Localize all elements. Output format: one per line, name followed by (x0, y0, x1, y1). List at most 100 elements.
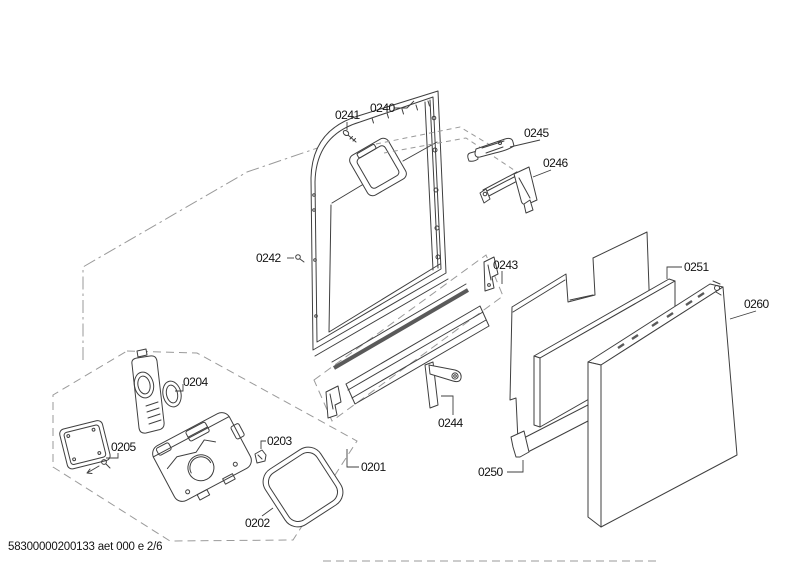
plate-screw-tail (105, 463, 111, 469)
door-inner-face-lines (328, 141, 441, 333)
panel-0260-clip-marks (617, 292, 705, 349)
leader-0201 (346, 449, 359, 468)
dispenser-foot (196, 489, 211, 501)
dispenser-lever (166, 439, 216, 470)
dispenser-cup-arc (189, 456, 212, 474)
dispenser-group-boundary (52, 350, 358, 542)
funnel-hatch (145, 401, 162, 425)
strip-hole (432, 147, 438, 153)
funnel-opening-inner (137, 375, 151, 395)
leader-0250 (507, 460, 524, 473)
bracket-flap-detail (518, 177, 531, 199)
rim-hole (312, 193, 316, 197)
panel-0260-corner-screw (714, 285, 720, 291)
plate-outline (59, 420, 111, 470)
part-label-0205: 0205 (111, 440, 137, 454)
plate-hole (97, 451, 102, 455)
leader-0205 (106, 453, 119, 459)
bracket-foot-hole (482, 191, 488, 197)
panel-0251-side-face (533, 355, 541, 428)
leader-0246 (532, 169, 552, 178)
part-label-0204: 0204 (183, 375, 209, 389)
plate-screw-icon (101, 459, 107, 465)
part-label-0242: 0242 (256, 251, 282, 265)
panel-0260-corner-detail (712, 280, 722, 296)
seal-end-bracket-left (325, 385, 342, 419)
part-label-0240: 0240 (370, 101, 396, 115)
door-bottom-seal-group (325, 256, 499, 419)
plate-hole (91, 427, 96, 432)
cutout-latch (356, 143, 377, 159)
rim-hole (313, 258, 317, 262)
part-label-0201: 0201 (361, 460, 387, 474)
leader-0251 (666, 266, 682, 279)
dispenser-foot (222, 473, 236, 485)
latch-body (474, 137, 515, 158)
dispenser-top-edge (152, 416, 230, 458)
funnel-opening-outer (133, 371, 155, 399)
dispenser-cutout (349, 137, 407, 197)
mounting-plate-0205 (59, 420, 111, 474)
funnel-gasket-inner (165, 384, 179, 404)
door-bottom-seal-strip (332, 288, 470, 370)
door-rim-line (314, 96, 442, 343)
bracket-post (424, 361, 439, 409)
part-label-0251: 0251 (684, 260, 710, 274)
seal-channel-strip (345, 305, 490, 405)
clip-0203 (254, 449, 267, 464)
screw-shaft (347, 134, 357, 143)
strip-hole (433, 187, 439, 193)
screw-tail (299, 258, 305, 263)
lock-latch-0245 (467, 137, 515, 162)
part-label-0246: 0246 (543, 156, 569, 170)
rim-hole (314, 314, 318, 318)
bracket-arm-hole (453, 374, 457, 378)
insert-arrow-icon (86, 465, 100, 474)
door-mounting-strip (424, 99, 439, 271)
door-screw-0241-icon (342, 129, 357, 143)
dispenser-pin (185, 489, 191, 495)
part-label-0202: 0202 (245, 516, 271, 530)
plate-hole (72, 457, 77, 462)
leader-dashed-0246 (383, 137, 518, 173)
bracket-arm-detail (486, 175, 517, 192)
leader-0202 (261, 507, 274, 517)
plate-hole (66, 434, 71, 438)
door-bottom-thickness-line (314, 278, 449, 357)
dispenser-gasket-0202 (262, 446, 344, 528)
lock-bracket-0246 (479, 166, 538, 214)
document-number: 58300000200133 aet 000 e 2/6 (8, 541, 162, 553)
latch-detail (481, 140, 505, 154)
dispenser-cup (187, 454, 215, 482)
dispenser-side-tab (230, 423, 245, 440)
detergent-dispenser-assembly (152, 412, 252, 502)
funnel-body (131, 355, 165, 434)
part-label-0245: 0245 (524, 126, 550, 140)
dispenser-pin (232, 461, 238, 467)
inner-door-panel-0240 (310, 90, 449, 357)
leader-dashed-0245 (375, 126, 491, 146)
seal-end-bracket-left-detail (329, 393, 334, 410)
strip-hole (431, 115, 437, 121)
dispenser-latch-line (187, 426, 209, 438)
dispenser-tab-left (155, 442, 172, 456)
panel-0250-thickness (512, 279, 594, 313)
seal-end-bracket-right (483, 256, 499, 292)
part-label-0203: 0203 (267, 434, 293, 448)
bracket-flap-tab (523, 199, 534, 214)
leader-0203 (260, 440, 266, 449)
panel-0260-side-face (587, 361, 602, 528)
funnel-gasket-outer (162, 380, 182, 408)
panel-0250-foot (510, 430, 530, 458)
part-label-0260: 0260 (744, 297, 770, 311)
gasket-inner (267, 451, 339, 523)
fill-funnel-0204 (131, 348, 182, 434)
latch-hole (498, 141, 502, 145)
bracket-flap-0246 (513, 166, 538, 205)
leader-0240 (394, 100, 415, 109)
leader-0204 (175, 384, 184, 392)
part-label-0241: 0241 (335, 108, 361, 122)
panel-0260-front-face (600, 286, 738, 528)
